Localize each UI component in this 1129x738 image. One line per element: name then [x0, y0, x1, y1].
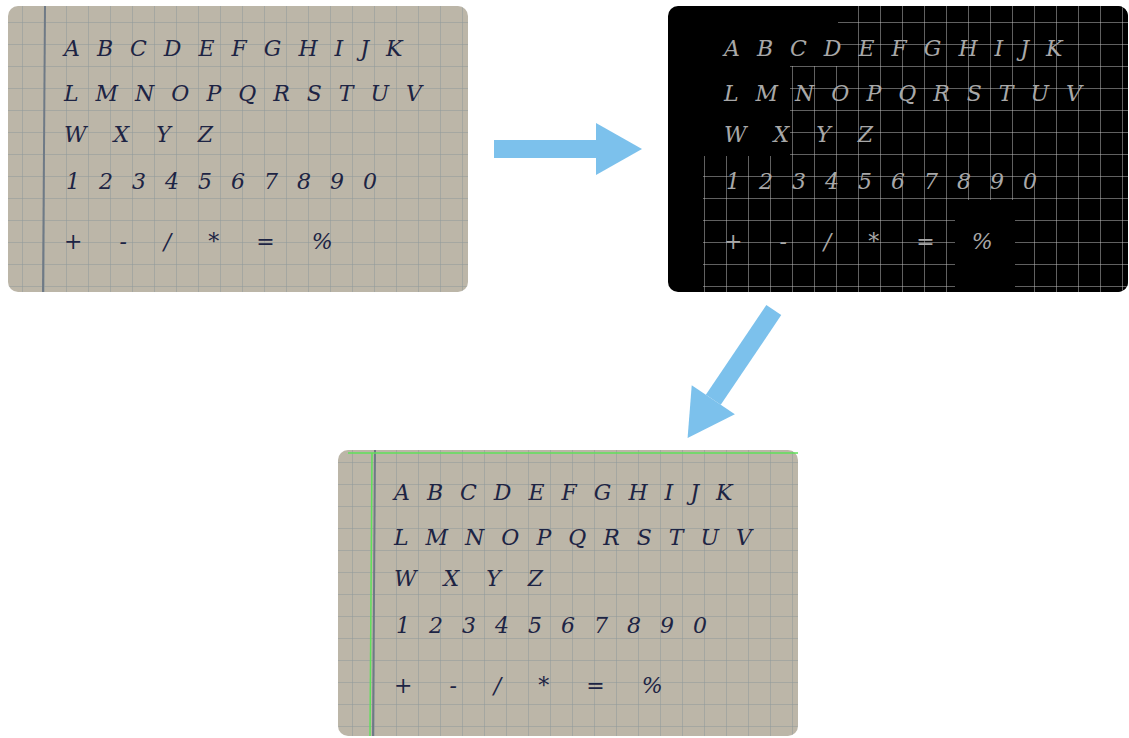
edge-photo — [668, 6, 1128, 292]
handwritten-row: W X Y Z — [394, 566, 543, 592]
image-panel: A B C D E F G H I J K L M N O P Q R S T U… — [338, 450, 798, 736]
handwritten-row: 1 2 3 4 5 6 7 8 9 0 — [396, 613, 707, 639]
margin-line — [43, 6, 45, 292]
handwritten-row: W X Y Z — [724, 122, 873, 148]
paper-photo — [8, 6, 468, 292]
handwritten-row: A B C D E F G H I J K — [64, 36, 403, 62]
arrow-head — [688, 385, 735, 438]
handwritten-row: + - / * = % — [64, 229, 333, 255]
handwritten-row: 1 2 3 4 5 6 7 8 9 0 — [726, 169, 1037, 195]
detection-line — [370, 453, 372, 736]
flow-arrow — [688, 305, 782, 438]
handwritten-row: L M N O P Q R S T U V — [394, 525, 752, 551]
handwritten-row: 1 2 3 4 5 6 7 8 9 0 — [66, 169, 377, 195]
flow-arrow — [494, 123, 642, 175]
handwritten-row: A B C D E F G H I J K — [394, 480, 733, 506]
image-panel: A B C D E F G H I J K L M N O P Q R S T U… — [668, 6, 1128, 292]
detection-line — [348, 452, 798, 454]
image-panel: A B C D E F G H I J K L M N O P Q R S T U… — [8, 6, 468, 292]
arrow-shaft — [706, 305, 781, 405]
handwritten-row: + - / * = % — [724, 229, 993, 255]
arrow-shaft — [494, 140, 596, 158]
handwritten-row: W X Y Z — [64, 122, 213, 148]
handwritten-row: A B C D E F G H I J K — [724, 36, 1063, 62]
arrow-head — [596, 123, 642, 175]
edge-grid — [703, 6, 1128, 292]
detected-photo — [338, 450, 798, 736]
margin-line — [373, 450, 375, 736]
handwritten-row: L M N O P Q R S T U V — [724, 81, 1082, 107]
handwritten-row: L M N O P Q R S T U V — [64, 81, 422, 107]
handwritten-row: + - / * = % — [394, 673, 663, 699]
